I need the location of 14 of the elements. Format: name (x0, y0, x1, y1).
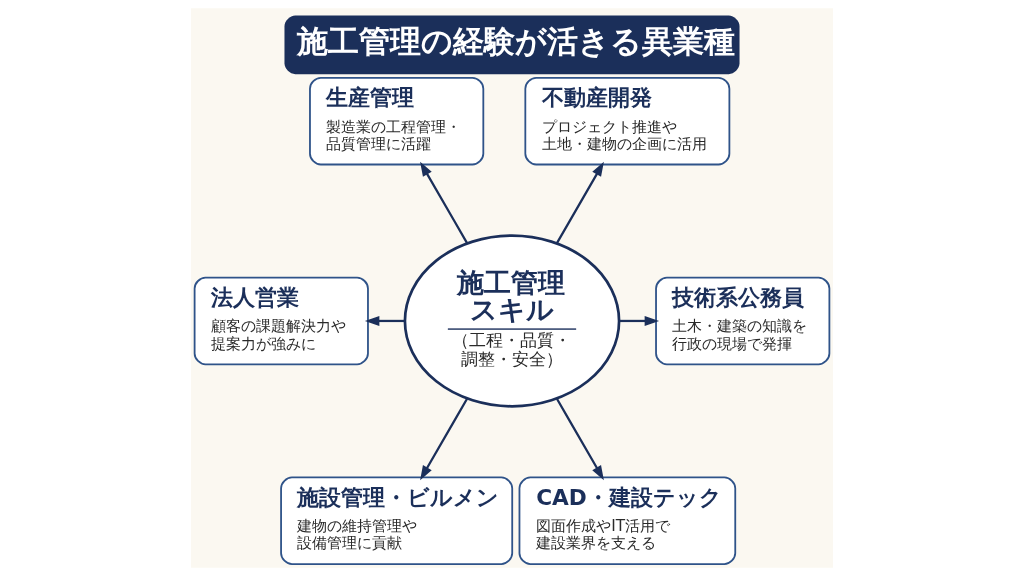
node-box: 生産管理 製造業の工程管理・品質管理に活躍 (309, 76, 485, 166)
arrow (555, 398, 604, 481)
arrow (364, 315, 405, 327)
arrow (420, 398, 469, 481)
node-ellipse: 施工管理スキル （工程・品質・調整・安全） (403, 234, 621, 408)
node-box: 技術系公務員 土木・建築の知識を行政の現場で発揮 (655, 276, 831, 366)
arrow (619, 315, 660, 327)
node-box: 施設管理・ビルメン 建物の維持管理や設備管理に貢献 (280, 476, 514, 565)
arrow (420, 161, 469, 244)
node-box: CAD・建設テック 図面作成やIT活用で建設業界を支える (518, 476, 737, 565)
diagram-title: 施工管理の経験が活きる異業種 (297, 24, 736, 60)
arrow (555, 161, 604, 244)
node-box: 不動産開発 プロジェクト推進や土地・建物の企画に活用 (524, 76, 731, 166)
node-box: 法人営業 顧客の課題解決力や提案力が強みに (193, 276, 369, 366)
